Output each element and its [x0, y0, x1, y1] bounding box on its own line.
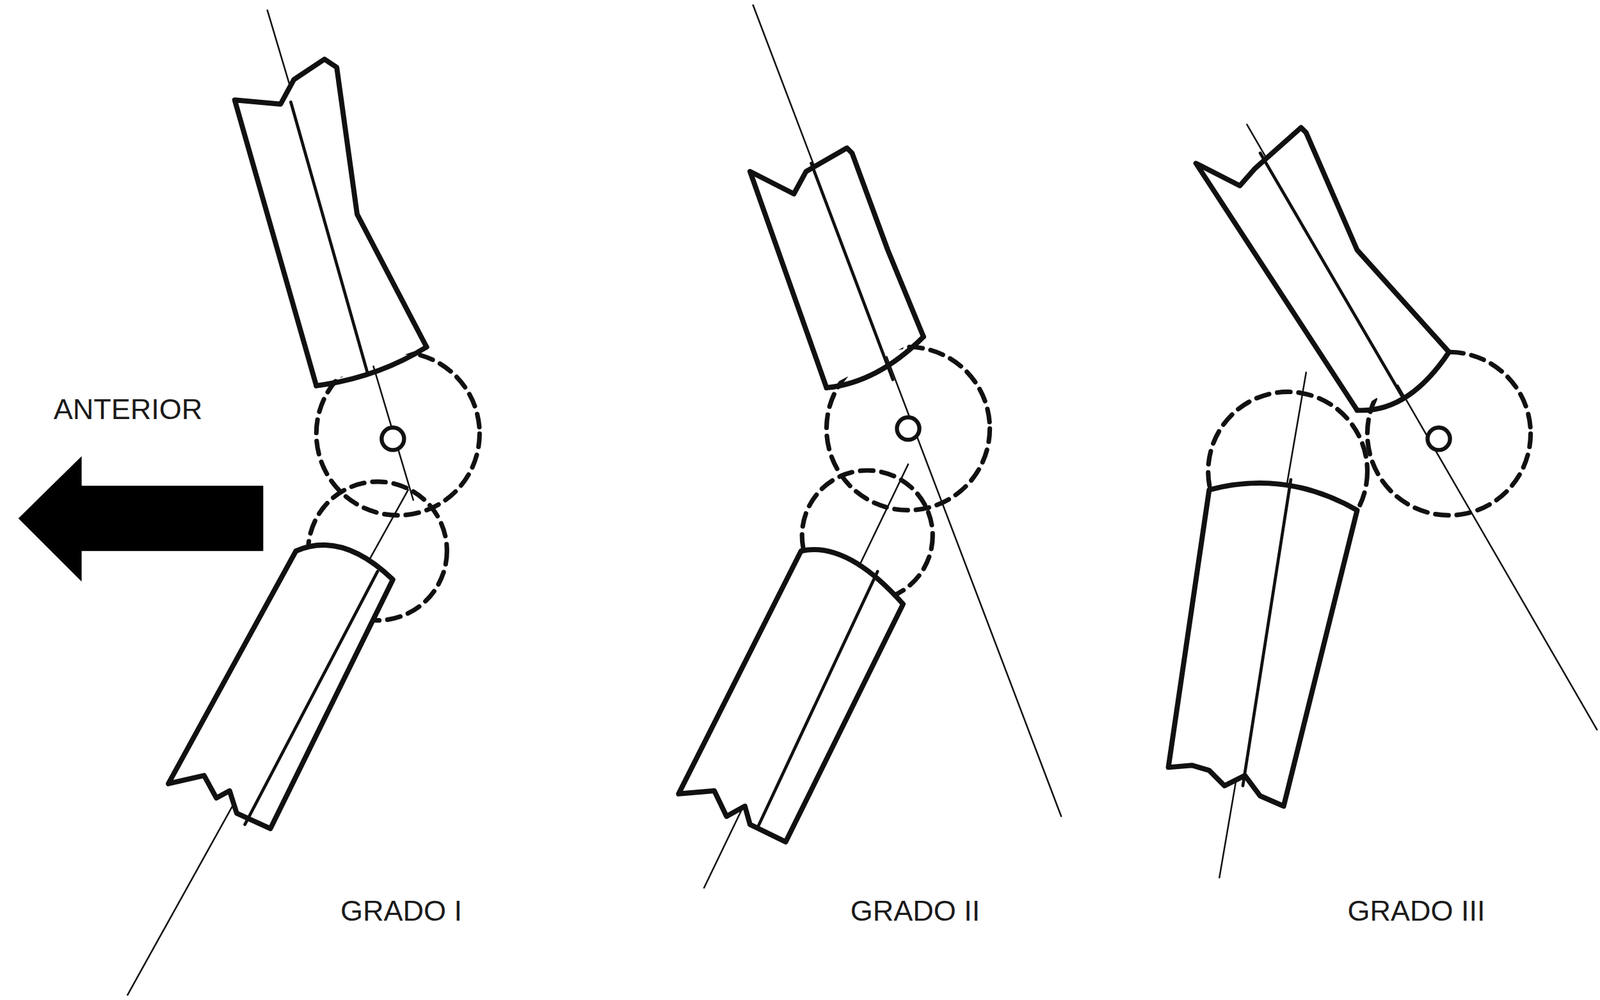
cortex-line — [1260, 152, 1403, 399]
rotation-centres — [381, 417, 1450, 450]
inner-lines — [245, 101, 1404, 829]
cortex-line — [245, 571, 378, 825]
cortex-line — [290, 101, 368, 373]
grade-label: GRADO II — [850, 895, 981, 928]
direction-arrow — [18, 456, 264, 582]
physis-line — [316, 346, 427, 386]
humerus — [234, 59, 427, 386]
cortex-line — [1242, 480, 1291, 786]
grade-label: GRADO III — [1347, 895, 1485, 928]
rotation-centre — [381, 427, 404, 450]
bones — [168, 59, 1449, 843]
cortex-line — [757, 571, 878, 829]
physis-line — [1357, 352, 1449, 411]
cortex-line — [811, 163, 894, 380]
forearm-bone — [1168, 483, 1358, 807]
rotation-centre — [1427, 427, 1451, 450]
axis-lines — [127, 5, 1597, 996]
humerus — [750, 147, 924, 388]
rotation-centre — [896, 417, 920, 440]
physis-lines — [316, 336, 1449, 411]
grade-label: GRADO I — [340, 895, 463, 928]
physis-line — [826, 336, 923, 388]
humerus — [1196, 127, 1449, 411]
forearm-bone — [168, 545, 393, 829]
forearm-bone — [678, 549, 904, 843]
direction-label: ANTERIOR — [53, 393, 203, 426]
